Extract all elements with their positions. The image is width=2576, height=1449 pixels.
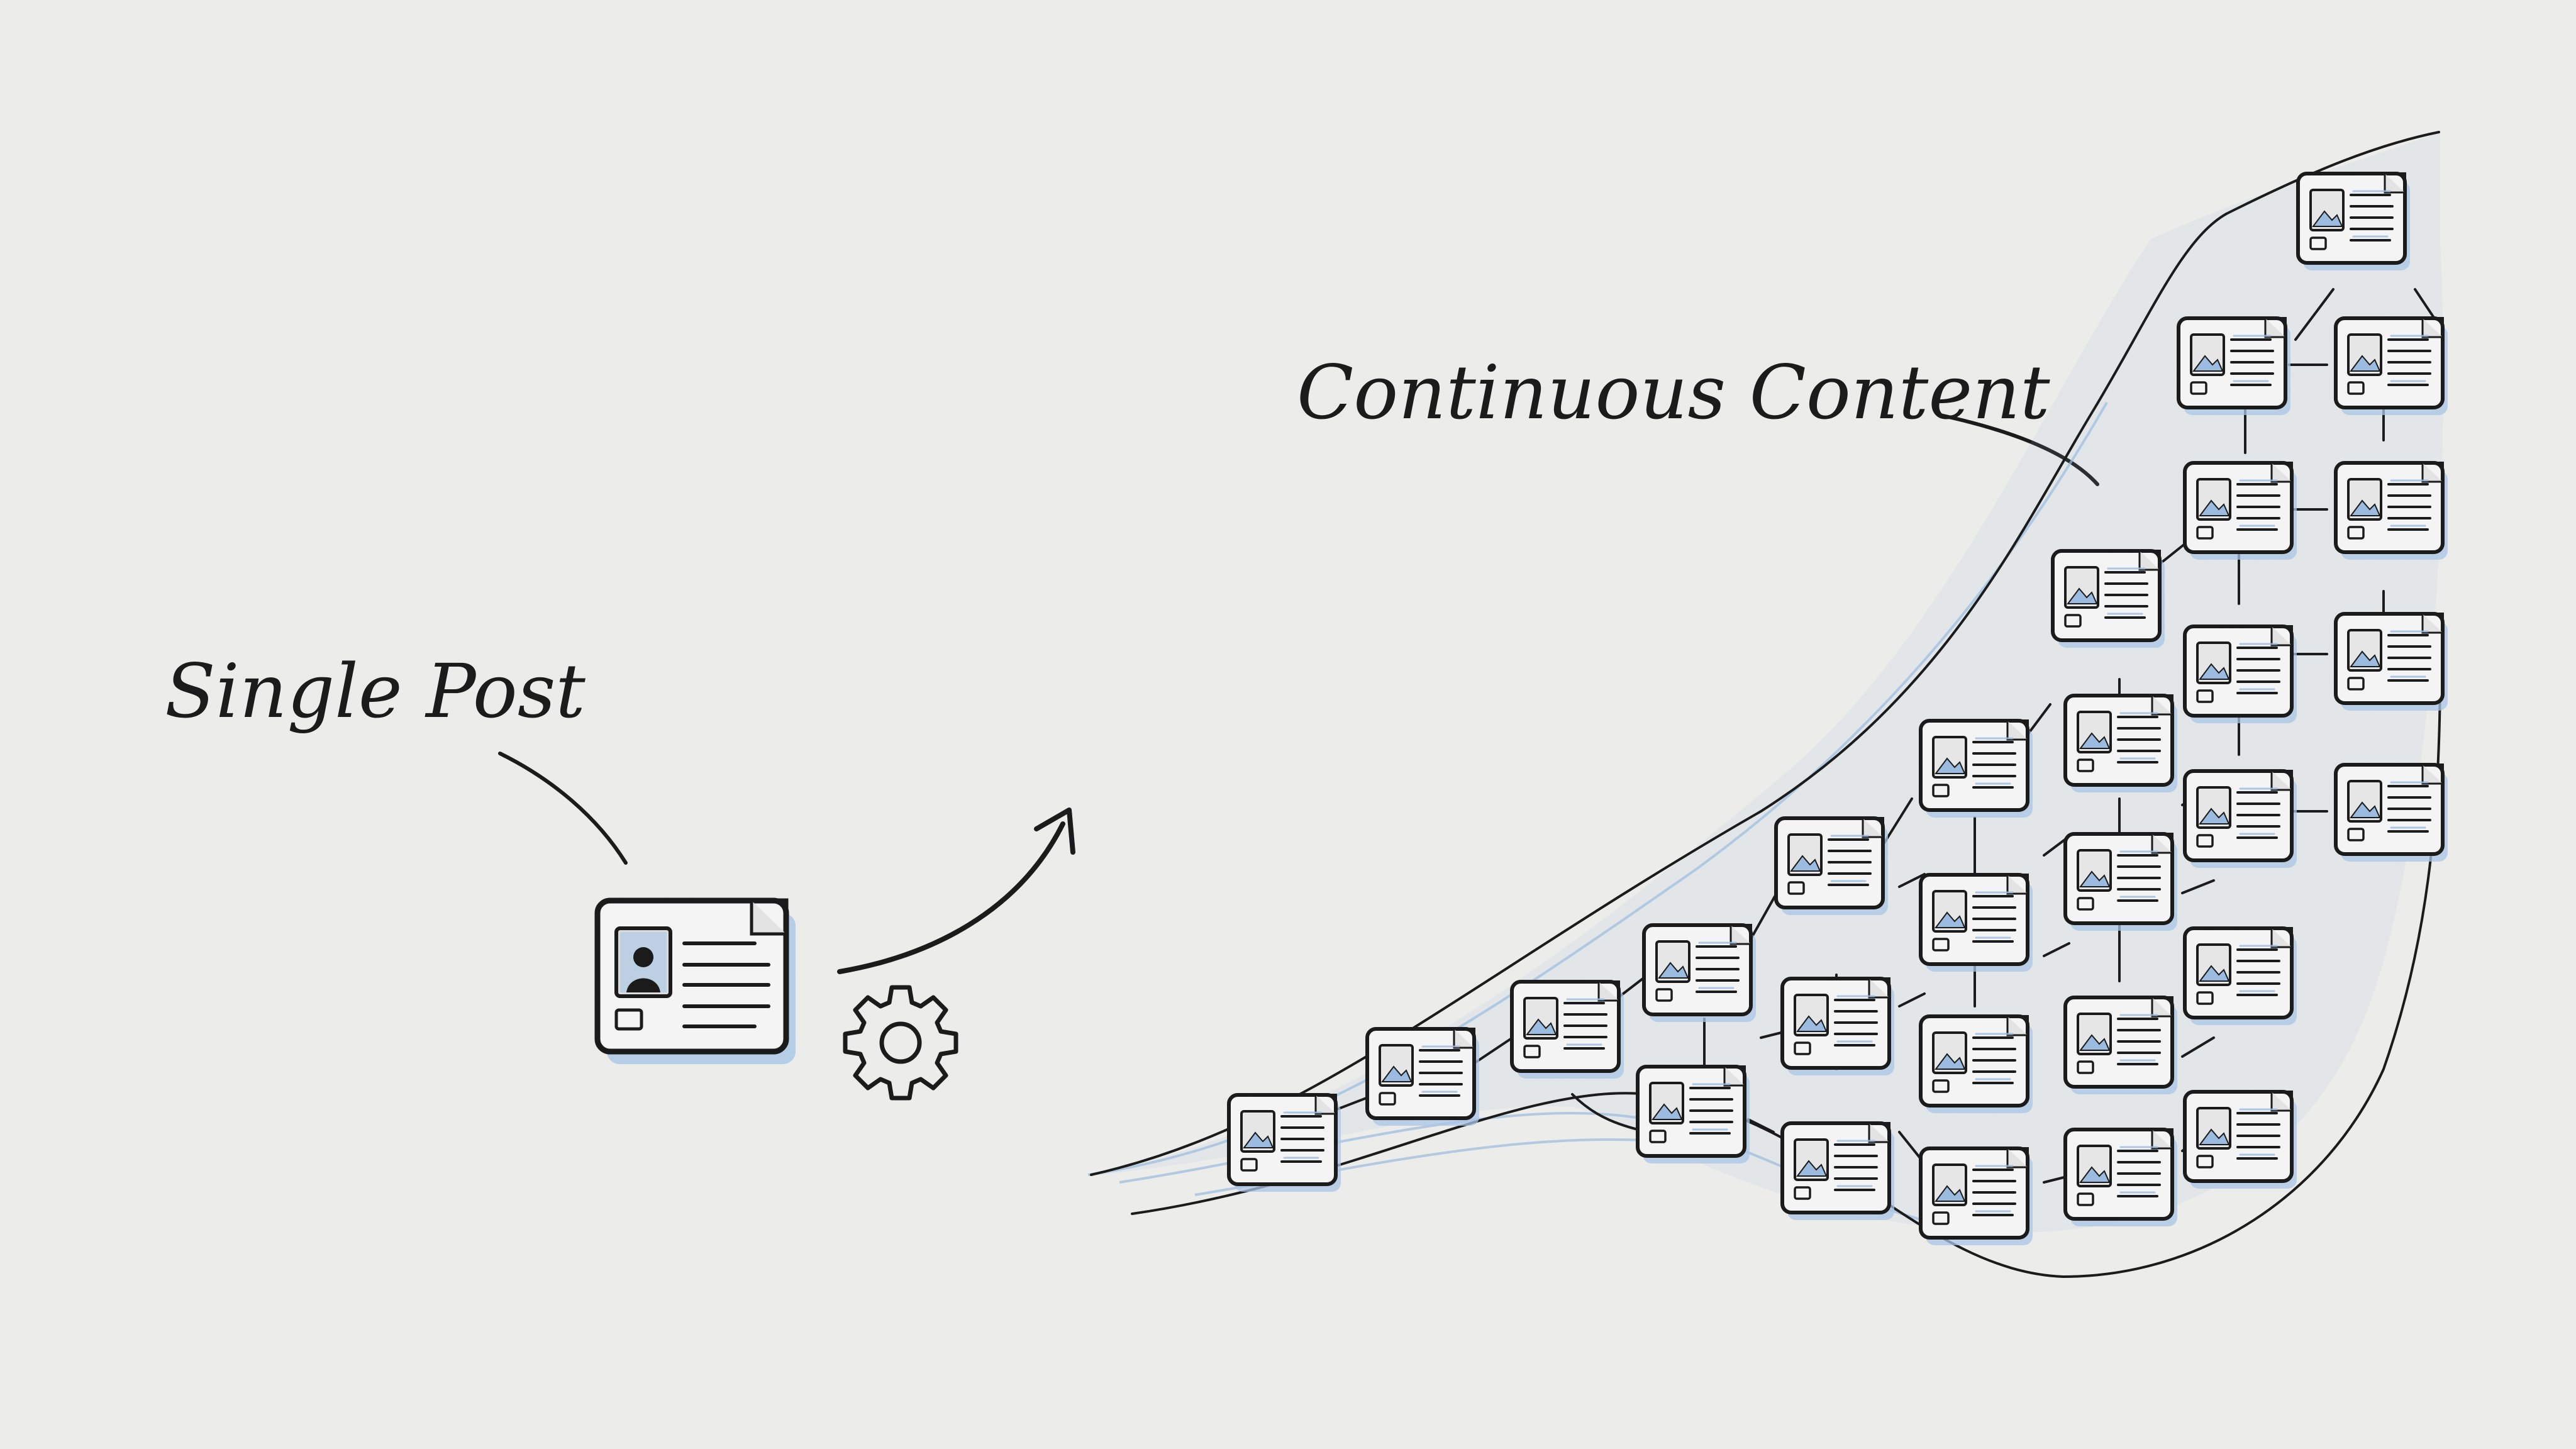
feed-card	[2185, 463, 2297, 560]
single-post-leader-line	[498, 752, 628, 865]
feed-card	[2336, 765, 2448, 862]
feed-card	[2185, 771, 2297, 868]
feed-card	[2053, 551, 2165, 648]
feed-card	[2336, 318, 2448, 415]
content-stream-outline	[1090, 131, 2441, 1279]
feed-card	[1512, 982, 1624, 1079]
feed-card	[2185, 626, 2297, 723]
feed-card	[2185, 928, 2297, 1025]
single-post-label: Single Post	[165, 648, 586, 735]
feed-card	[1367, 1029, 1479, 1126]
feed-card	[1638, 1067, 1750, 1163]
feed-card	[1782, 979, 1894, 1075]
feed-card	[2065, 1130, 2177, 1226]
feed-card	[2336, 614, 2448, 711]
gear-icon	[843, 985, 958, 1101]
feed-card	[1776, 818, 1888, 915]
single-post-card: article-card-icon	[594, 897, 796, 1064]
continuous-content-leader-line	[1938, 413, 2099, 486]
feed-card	[1644, 925, 1756, 1022]
feed-card	[1921, 721, 2033, 818]
continuous-content-label: Continuous Content	[1297, 349, 2050, 436]
feed-card	[2065, 696, 2177, 792]
feed-card	[2336, 463, 2448, 560]
feed-card	[1921, 1016, 2033, 1113]
feed-card	[2298, 174, 2410, 270]
feed-card	[2179, 318, 2290, 415]
feed-card	[2065, 997, 2177, 1094]
feed-card	[2065, 834, 2177, 931]
transform-arrow: curved-arrow-icon	[837, 808, 1075, 974]
feed-card	[1782, 1123, 1894, 1220]
feed-card	[2185, 1092, 2297, 1189]
feed-card	[1921, 875, 2033, 972]
feed-card	[1921, 1148, 2033, 1245]
feed-card	[1229, 1095, 1341, 1192]
